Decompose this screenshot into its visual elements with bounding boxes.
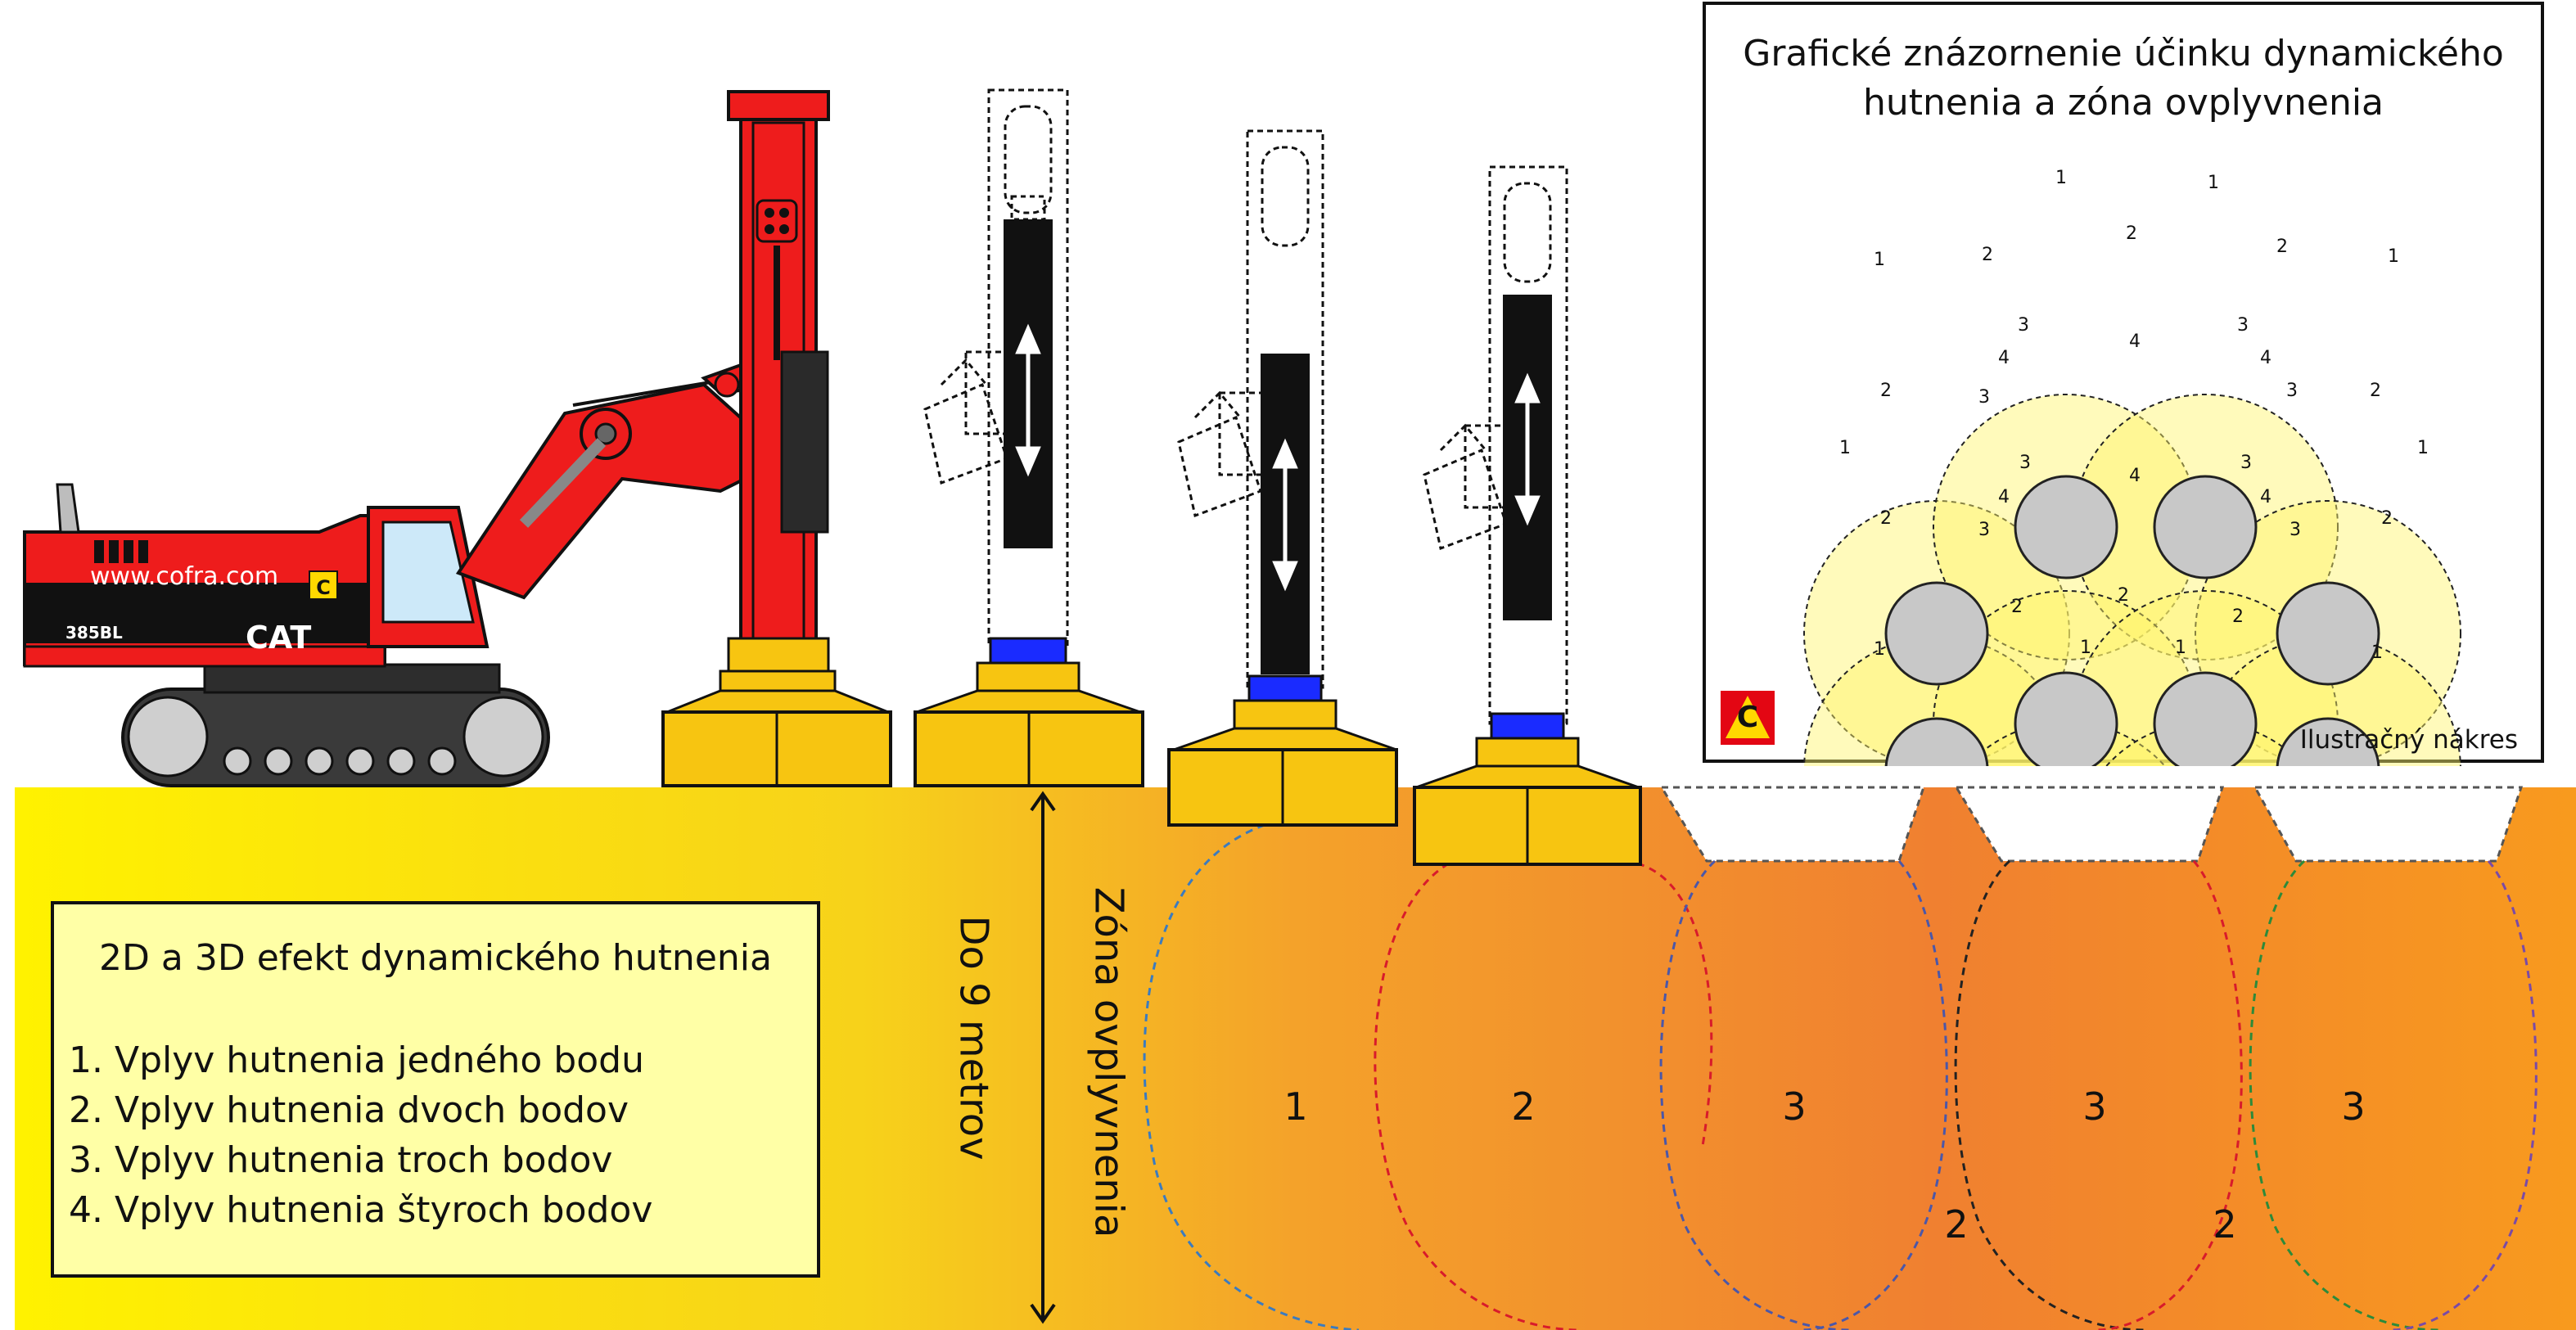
legend-box: 2D a 3D efekt dynamického hutnenia 1. Vp… <box>51 901 820 1278</box>
legend-item-2: 2. Vplyv hutnenia dvoch bodov <box>69 1089 629 1131</box>
label-one: 1 <box>2417 438 2429 458</box>
drop-points <box>1884 475 2380 766</box>
zone-bulb-5b <box>2389 860 2538 1330</box>
label-one: 1 <box>2055 168 2067 188</box>
overlap-circles <box>1803 394 2461 766</box>
weight-arrow-2 <box>1015 323 1041 477</box>
label-two: 2 <box>2232 606 2244 627</box>
legend-title: 2D a 3D efekt dynamického hutnenia <box>99 937 772 979</box>
label-four: 4 <box>2260 487 2271 507</box>
cofra-logo-icon: C <box>1721 691 1775 745</box>
legend-item-1: 1. Vplyv hutnenia jedného bodu <box>69 1039 644 1081</box>
excavator: C www.cofra.com 385BL CAT <box>23 90 892 787</box>
depth-arrow <box>1030 791 1056 1324</box>
exhaust-icon <box>56 483 80 534</box>
label-four: 4 <box>2260 348 2271 368</box>
label-four: 4 <box>1998 348 2010 368</box>
label-three: 3 <box>2237 315 2249 336</box>
label-one: 1 <box>1874 250 1885 270</box>
drop-point <box>1884 581 1989 686</box>
zone-number-2b: 2 <box>1944 1202 1968 1247</box>
zone-bulb-2 <box>1374 862 1581 1330</box>
crater-3 <box>2253 786 2524 863</box>
label-three: 3 <box>2240 453 2252 473</box>
cab-window <box>381 521 475 624</box>
inset-panel: Grafické znázornenie účinku dynamického … <box>1703 2 2544 766</box>
label-four: 4 <box>1998 487 2010 507</box>
influence-zones <box>1143 823 2538 1330</box>
label-three: 3 <box>2019 453 2031 473</box>
inset-title-line2: hutnenia a zóna ovplyvnenia <box>1862 82 2384 124</box>
weight-arrow-4 <box>1514 372 1541 526</box>
drop-point <box>1884 717 1989 766</box>
legend-item-3: 3. Vplyv hutnenia troch bodov <box>69 1139 613 1181</box>
weight-arrow-3 <box>1272 438 1298 592</box>
track-rollers <box>127 696 544 778</box>
legend-item-4: 4. Vplyv hutnenia štyroch bodov <box>69 1189 653 1231</box>
label-two: 2 <box>2370 381 2381 401</box>
inset-title-line1: Grafické znázornenie účinku dynamického <box>1743 33 2504 74</box>
drop-point <box>2014 475 2118 579</box>
label-two: 2 <box>2276 237 2288 257</box>
zone-bulb-2b <box>1636 862 1713 1147</box>
label-four: 4 <box>2129 331 2141 352</box>
machine-brand: CAT <box>246 620 311 656</box>
label-four: 4 <box>2129 466 2141 486</box>
label-three: 3 <box>2018 315 2029 336</box>
drop-point <box>2276 717 2380 766</box>
label-one: 1 <box>2175 638 2186 658</box>
label-one: 1 <box>2371 642 2383 663</box>
label-two: 2 <box>1982 245 1993 265</box>
cofra-logo-icon <box>309 570 338 600</box>
zone-label: Zóna ovplyvnenia <box>1085 886 1132 1238</box>
legend-list: 1. Vplyv hutnenia jedného bodu 2. Vplyv … <box>69 1035 652 1235</box>
label-three: 3 <box>1978 520 1990 540</box>
inset-logo-letter: C <box>1736 701 1759 734</box>
zone-bulb-3b <box>1800 860 1948 1330</box>
zone-number-1: 1 <box>1283 1084 1307 1129</box>
inset-note: Ilustračný nákres <box>2299 725 2518 755</box>
zone-bulb-4b <box>2095 860 2243 1330</box>
label-one: 1 <box>1874 639 1885 660</box>
drop-point <box>2014 671 2118 766</box>
machine-logo-letter: C <box>316 576 331 599</box>
drop-point <box>2153 475 2258 579</box>
label-two: 2 <box>2011 597 2023 617</box>
zone-number-3c: 3 <box>2341 1084 2365 1129</box>
machine-website: www.cofra.com <box>90 562 278 591</box>
label-one: 1 <box>2080 638 2091 658</box>
crater-2 <box>1954 786 2225 863</box>
zone-number-2c: 2 <box>2213 1202 2236 1247</box>
inset-title: Grafické znázornenie účinku dynamického … <box>1706 29 2541 128</box>
label-two: 2 <box>1880 381 1892 401</box>
label-one: 1 <box>1839 438 1851 458</box>
zone-bulb-1 <box>1143 823 1360 1330</box>
crater-1 <box>1659 786 1926 863</box>
label-three: 3 <box>2286 381 2298 401</box>
label-three: 3 <box>1978 387 1990 408</box>
machine-model: 385BL <box>65 623 123 642</box>
label-three: 3 <box>2290 520 2301 540</box>
label-one: 1 <box>2388 246 2399 267</box>
drop-point <box>2153 671 2258 766</box>
label-two: 2 <box>1880 508 1892 529</box>
rig-ghost-2 <box>923 88 1069 648</box>
label-two: 2 <box>2126 223 2137 244</box>
label-one: 1 <box>2208 173 2219 193</box>
zone-number-2: 2 <box>1511 1084 1535 1129</box>
depth-label: Do 9 metrov <box>950 915 997 1161</box>
label-two: 2 <box>2381 508 2393 529</box>
zone-number-3a: 3 <box>1782 1084 1806 1129</box>
label-two: 2 <box>2118 585 2129 606</box>
drop-point <box>2276 581 2380 686</box>
zone-number-3b: 3 <box>2082 1084 2106 1129</box>
